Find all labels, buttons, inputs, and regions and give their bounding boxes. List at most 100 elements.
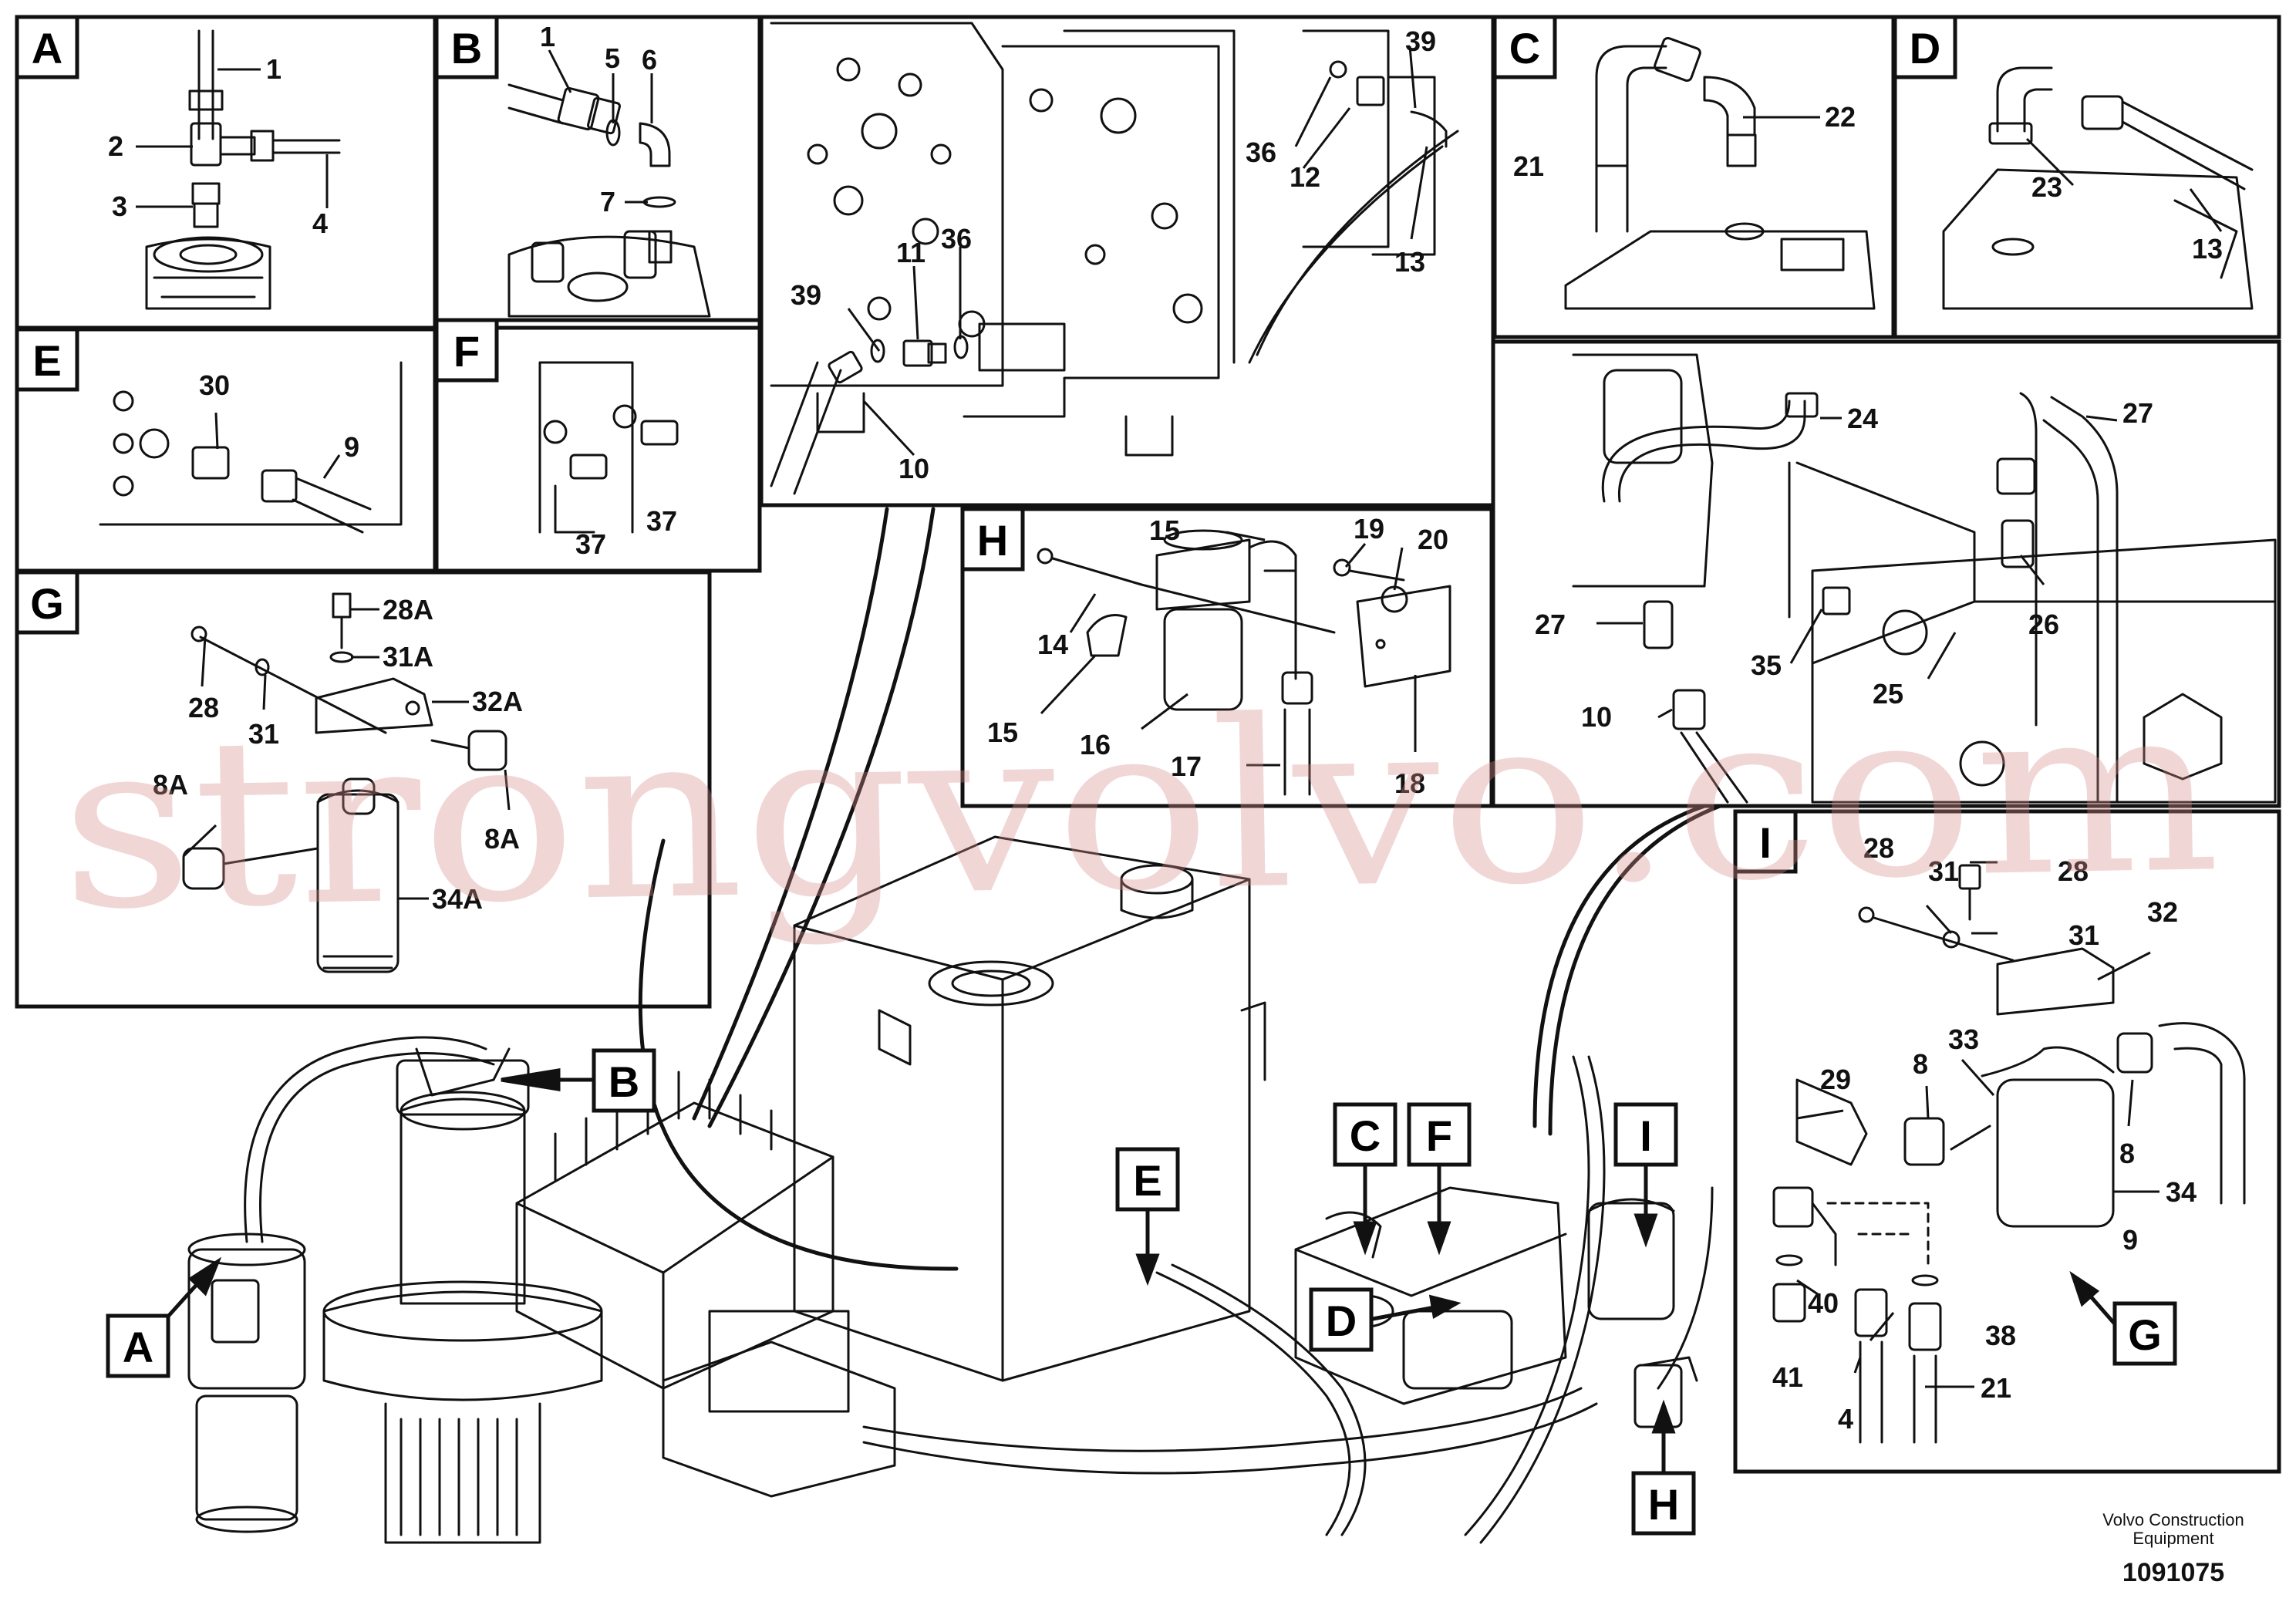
callout: 13 bbox=[2192, 233, 2223, 265]
svg-text:D: D bbox=[1326, 1297, 1357, 1345]
box-labels: A B C D E F G H bbox=[15, 15, 2177, 1536]
callout: 34 bbox=[2166, 1176, 2197, 1208]
callout: 27 bbox=[1535, 609, 1566, 640]
callout: 32A bbox=[472, 686, 523, 717]
panel-g-art bbox=[182, 592, 507, 973]
panel-i-frame bbox=[1733, 809, 2281, 1474]
callout: 32 bbox=[2147, 896, 2178, 928]
panel-d-frame bbox=[1893, 15, 2281, 339]
callout: 29 bbox=[1820, 1064, 1851, 1095]
callout: 4 bbox=[1838, 1403, 1853, 1435]
main-tag-e: E bbox=[1115, 1147, 1180, 1212]
callout: 28 bbox=[2058, 855, 2089, 887]
callout: 31 bbox=[248, 718, 279, 750]
panel-g-frame bbox=[15, 570, 712, 1009]
callout: 15 bbox=[1149, 514, 1180, 546]
callout: 8 bbox=[2119, 1138, 2135, 1169]
callout: 15 bbox=[987, 717, 1018, 748]
watermark-text: strongvolvo.com bbox=[58, 654, 2222, 961]
callout: 9 bbox=[344, 431, 359, 463]
callout: 31A bbox=[383, 641, 433, 673]
svg-text:B: B bbox=[609, 1057, 639, 1106]
callout: 30 bbox=[199, 369, 230, 401]
callout-numbers: 1 2 3 4 1 5 6 7 39 36 12 13 39 11 36 10 … bbox=[108, 21, 2223, 1435]
callout: 34A bbox=[432, 883, 483, 915]
callout: 17 bbox=[1171, 750, 1202, 782]
svg-text:A: A bbox=[123, 1323, 153, 1371]
panel-c-art bbox=[1564, 36, 1876, 310]
panel-frames bbox=[15, 15, 2281, 1474]
callout: 35 bbox=[1751, 649, 1782, 681]
panel-label-f: F bbox=[434, 318, 499, 383]
main-tag-g: G bbox=[2112, 1301, 2177, 1366]
main-tag-i: I bbox=[1613, 1102, 1678, 1167]
panel-a-art bbox=[145, 29, 341, 310]
callout: 37 bbox=[575, 528, 606, 560]
svg-text:H: H bbox=[1648, 1480, 1679, 1529]
main-tag-d: D bbox=[1309, 1287, 1374, 1352]
panel-letter: F bbox=[453, 327, 480, 376]
drawing-number: 1091075 bbox=[2122, 1558, 2224, 1587]
callout: 5 bbox=[605, 42, 620, 74]
panel-label-c: C bbox=[1492, 15, 1557, 79]
callout: 26 bbox=[2028, 609, 2059, 640]
callout: 8A bbox=[153, 769, 188, 801]
callout: 23 bbox=[2031, 171, 2062, 203]
company-name-line2: Equipment bbox=[2132, 1529, 2213, 1548]
tag-arrows bbox=[164, 1068, 2119, 1473]
panel-valve-art bbox=[770, 22, 1459, 495]
callout: 27 bbox=[2122, 397, 2153, 429]
main-tag-h: H bbox=[1631, 1471, 1696, 1536]
callout: 40 bbox=[1808, 1287, 1839, 1319]
main-tag-b: B bbox=[592, 1048, 656, 1113]
panel-letter: E bbox=[32, 336, 61, 385]
main-tag-c: C bbox=[1333, 1102, 1397, 1167]
footer: Volvo Construction Equipment 1091075 bbox=[2102, 1510, 2244, 1587]
callout: 1 bbox=[540, 21, 555, 52]
callout: 2 bbox=[108, 130, 123, 162]
panel-a-frame bbox=[15, 15, 437, 330]
callout: 6 bbox=[642, 44, 657, 76]
panel-letter: H bbox=[977, 516, 1008, 565]
callout: 4 bbox=[312, 207, 328, 239]
callout: 39 bbox=[1405, 25, 1436, 57]
panel-i-art bbox=[1772, 864, 2246, 1444]
callout: 28 bbox=[188, 692, 219, 723]
main-leaders bbox=[638, 507, 1722, 1271]
callout: 36 bbox=[941, 223, 972, 255]
panel-d-art bbox=[1942, 66, 2254, 310]
callout: 28 bbox=[1863, 832, 1894, 864]
callout: 19 bbox=[1354, 513, 1384, 545]
panel-label-b: B bbox=[434, 15, 499, 79]
callout: 33 bbox=[1948, 1023, 1979, 1055]
callout: 22 bbox=[1825, 101, 1856, 133]
callout: 9 bbox=[2122, 1224, 2138, 1256]
callout: 10 bbox=[899, 453, 929, 484]
callout: 12 bbox=[1290, 161, 1320, 193]
callout: 18 bbox=[1394, 767, 1425, 799]
callout: 3 bbox=[112, 191, 127, 222]
svg-text:I: I bbox=[1640, 1111, 1652, 1160]
panel-label-h: H bbox=[960, 507, 1025, 572]
company-name-line1: Volvo Construction bbox=[2102, 1510, 2244, 1529]
callout: 7 bbox=[600, 186, 615, 218]
panel-e-frame bbox=[15, 327, 437, 573]
callout: 8 bbox=[1913, 1048, 1928, 1080]
callout: 39 bbox=[791, 279, 821, 311]
detail-artwork bbox=[99, 22, 2277, 1544]
callout: 13 bbox=[1394, 246, 1425, 278]
callout: 20 bbox=[1418, 524, 1448, 555]
panel-label-e: E bbox=[15, 327, 79, 392]
panel-b-art bbox=[507, 83, 711, 318]
callout: 21 bbox=[1513, 150, 1544, 182]
main-tag-f: F bbox=[1407, 1102, 1472, 1167]
svg-text:E: E bbox=[1133, 1156, 1161, 1205]
callout: 11 bbox=[896, 237, 925, 268]
callout: 25 bbox=[1873, 678, 1903, 710]
panel-letter: D bbox=[1910, 24, 1940, 73]
svg-text:F: F bbox=[1426, 1111, 1452, 1160]
callout: 37 bbox=[646, 505, 677, 537]
callout: 1 bbox=[266, 53, 282, 85]
callout: 41 bbox=[1772, 1361, 1803, 1393]
